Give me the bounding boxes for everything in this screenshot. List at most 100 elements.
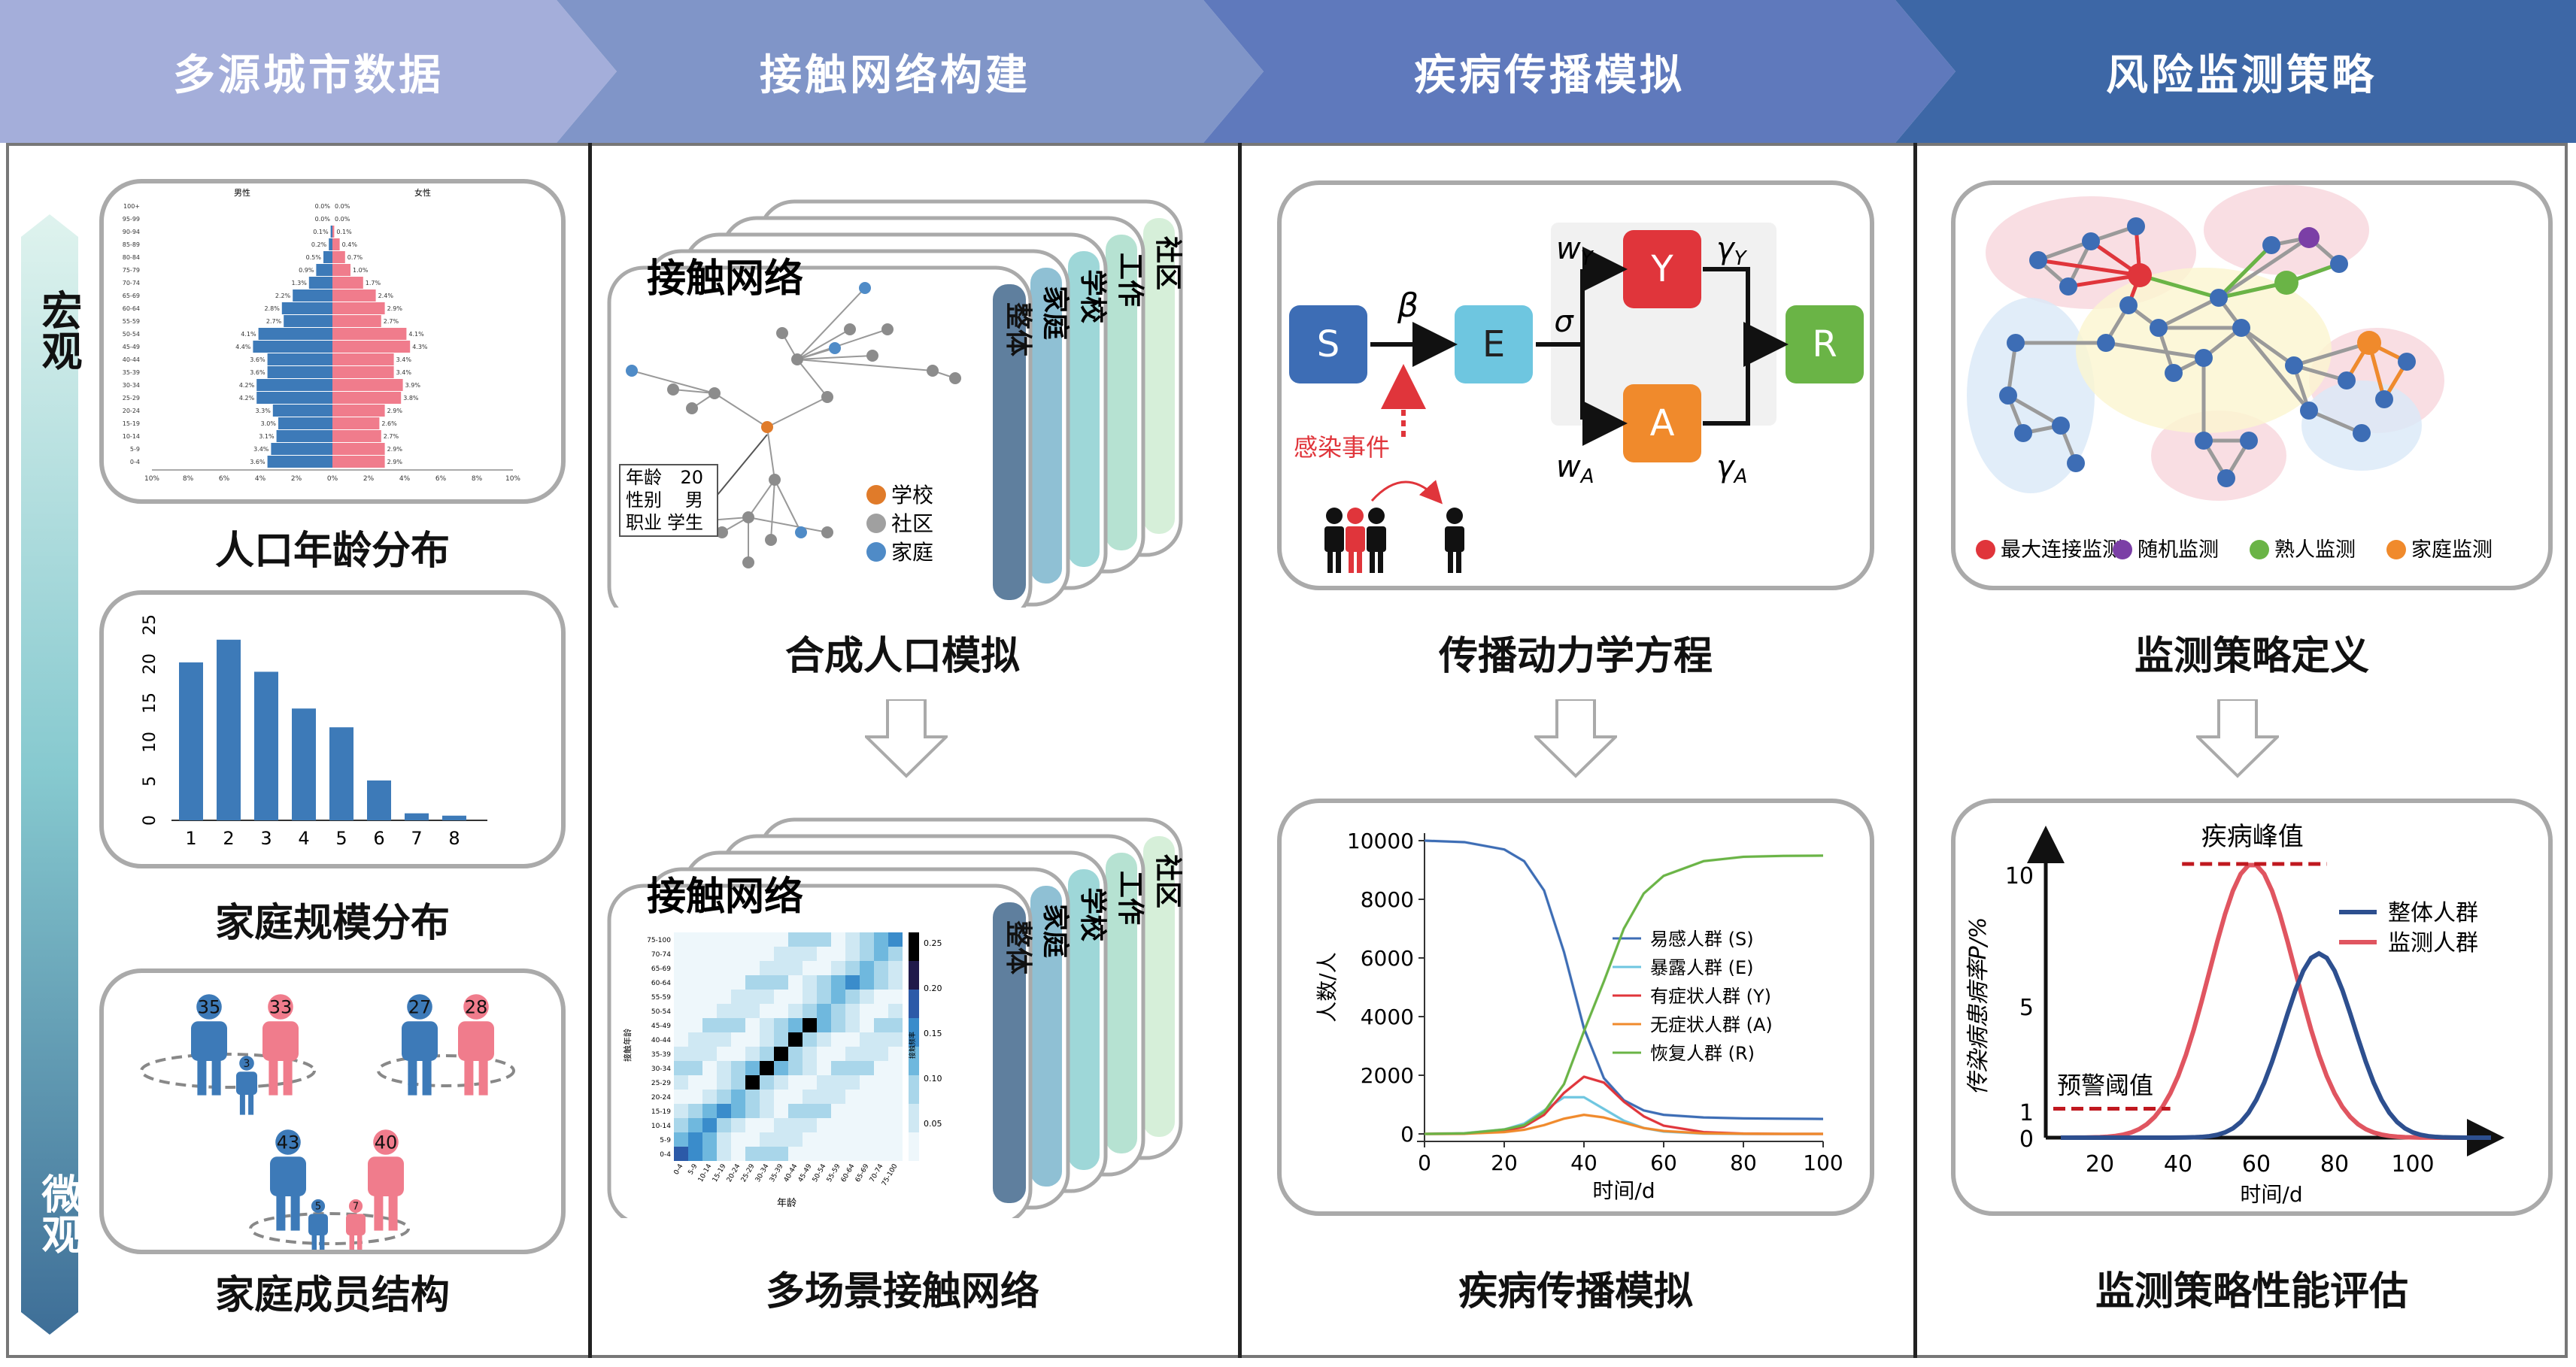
matrix-cell [788, 1047, 803, 1061]
matrix-cell [717, 947, 731, 961]
matrix-cell [817, 947, 831, 961]
child-icon: 3 [236, 1056, 257, 1115]
matrix-cell [674, 1004, 688, 1018]
matrix-cell [760, 1132, 774, 1147]
age-group-label: 30-34 [123, 382, 140, 389]
age-group-label: 90-94 [123, 229, 140, 235]
y-tick-label: 5 [2019, 995, 2034, 1021]
male-pct-label: 0.2% [311, 241, 327, 248]
leg-icon [239, 1093, 245, 1115]
scenario-tab-label: 社区 [1152, 854, 1183, 908]
y-tick-label: 5 [141, 776, 159, 787]
family-ring [140, 1053, 316, 1089]
attribute-pointer [717, 434, 768, 496]
matrix-cell [760, 947, 774, 961]
leg-icon [311, 1234, 317, 1254]
matrix-cell [702, 1032, 717, 1047]
x-tick-label: 60 [1650, 1150, 1677, 1175]
matrix-cell [874, 1090, 888, 1104]
male-pct-label: 0.5% [306, 254, 322, 261]
x-axis-label: 时间/d [1592, 1178, 1655, 1203]
y-tick-label: 8000 [1361, 887, 1414, 912]
body-icon [262, 1021, 299, 1061]
person-node-icon [686, 402, 698, 414]
father-icon: 43 [270, 1129, 306, 1231]
network-edge [796, 355, 873, 360]
y-tick-label: 10 [141, 732, 159, 753]
person-node-icon [716, 526, 728, 538]
age-group-label: 20-24 [123, 408, 140, 414]
male-pct-label: 0.0% [315, 216, 331, 223]
x-tick-label: 20 [2086, 1151, 2114, 1178]
wife-icon: 28 [458, 994, 494, 1096]
matrix-cell [717, 975, 731, 990]
colorbar-segment [909, 1075, 919, 1104]
person-node-icon [742, 556, 754, 568]
female-pct-label: 3.4% [396, 356, 412, 363]
leg-icon [374, 1194, 384, 1231]
leg-icon [464, 1059, 474, 1096]
matrix-cell [860, 1018, 874, 1032]
male-label: 男性 [234, 187, 250, 198]
matrix-cell [674, 961, 688, 975]
matrix-cell [803, 961, 817, 975]
female-bar [332, 366, 394, 378]
female-pct-label: 2.6% [381, 420, 397, 427]
male-pct-label: 2.7% [266, 318, 282, 325]
leg-icon [269, 1059, 278, 1096]
network-node-icon [2052, 417, 2070, 435]
age-group-label: 75-79 [123, 267, 140, 274]
leg-icon [290, 1194, 300, 1231]
male-bar [278, 417, 332, 429]
age-group-label: 25-29 [123, 395, 140, 402]
matrix-cell [688, 1132, 702, 1147]
matrix-cell [674, 1147, 688, 1161]
network-node-icon [2262, 236, 2280, 254]
matrix-cell [674, 990, 688, 1004]
household-caption: 家庭规模分布 [214, 901, 450, 946]
legend-label: 家庭监测 [2411, 538, 2493, 562]
female-pct-label: 2.9% [387, 446, 403, 453]
x-tick-label: 0% [327, 475, 338, 483]
matrix-cell [888, 1018, 903, 1032]
x-tick-label: 6% [219, 475, 230, 483]
age-group-label: 40-44 [123, 356, 140, 363]
x-tick-label: 6 [373, 828, 384, 849]
leg-icon [478, 1059, 488, 1096]
matrix-cell [760, 932, 774, 947]
person-leg-icon [1336, 550, 1341, 573]
age-label: 33 [269, 996, 293, 1017]
matrix-cell [717, 1047, 731, 1061]
household-bar [254, 671, 278, 820]
matrix-cell [874, 932, 888, 947]
matrix-cell [803, 990, 817, 1004]
overall-population-line [2061, 950, 2492, 1140]
person-node-icon [761, 421, 773, 433]
matrix-cell [702, 975, 717, 990]
stage-label-4: 风险监测策略 [2106, 50, 2377, 100]
person-node-icon [765, 534, 777, 546]
household-bar [442, 815, 466, 820]
matrix-cell [688, 1147, 702, 1161]
matrix-cell [717, 932, 731, 947]
female-bar [332, 443, 385, 455]
matrix-cell [745, 1018, 760, 1032]
matrix-cell [874, 1004, 888, 1018]
matrix-cell [831, 975, 845, 990]
network-edge [2240, 326, 2311, 412]
transmission-curve [1370, 480, 1443, 505]
matrix-cell [760, 975, 774, 990]
male-pct-label: 4.2% [239, 382, 255, 389]
male-pct-label: 3.6% [250, 459, 265, 465]
person-icon [1446, 508, 1463, 524]
matrix-cell [831, 1147, 845, 1161]
male-bar [293, 289, 332, 302]
y-tick-label: 0 [2019, 1126, 2034, 1153]
male-pct-label: 4.1% [241, 331, 256, 338]
male-pct-label: 2.8% [264, 305, 280, 312]
male-pct-label: 0.1% [313, 229, 329, 235]
matrix-cell [888, 1118, 903, 1132]
matrix-cell [760, 1004, 774, 1018]
